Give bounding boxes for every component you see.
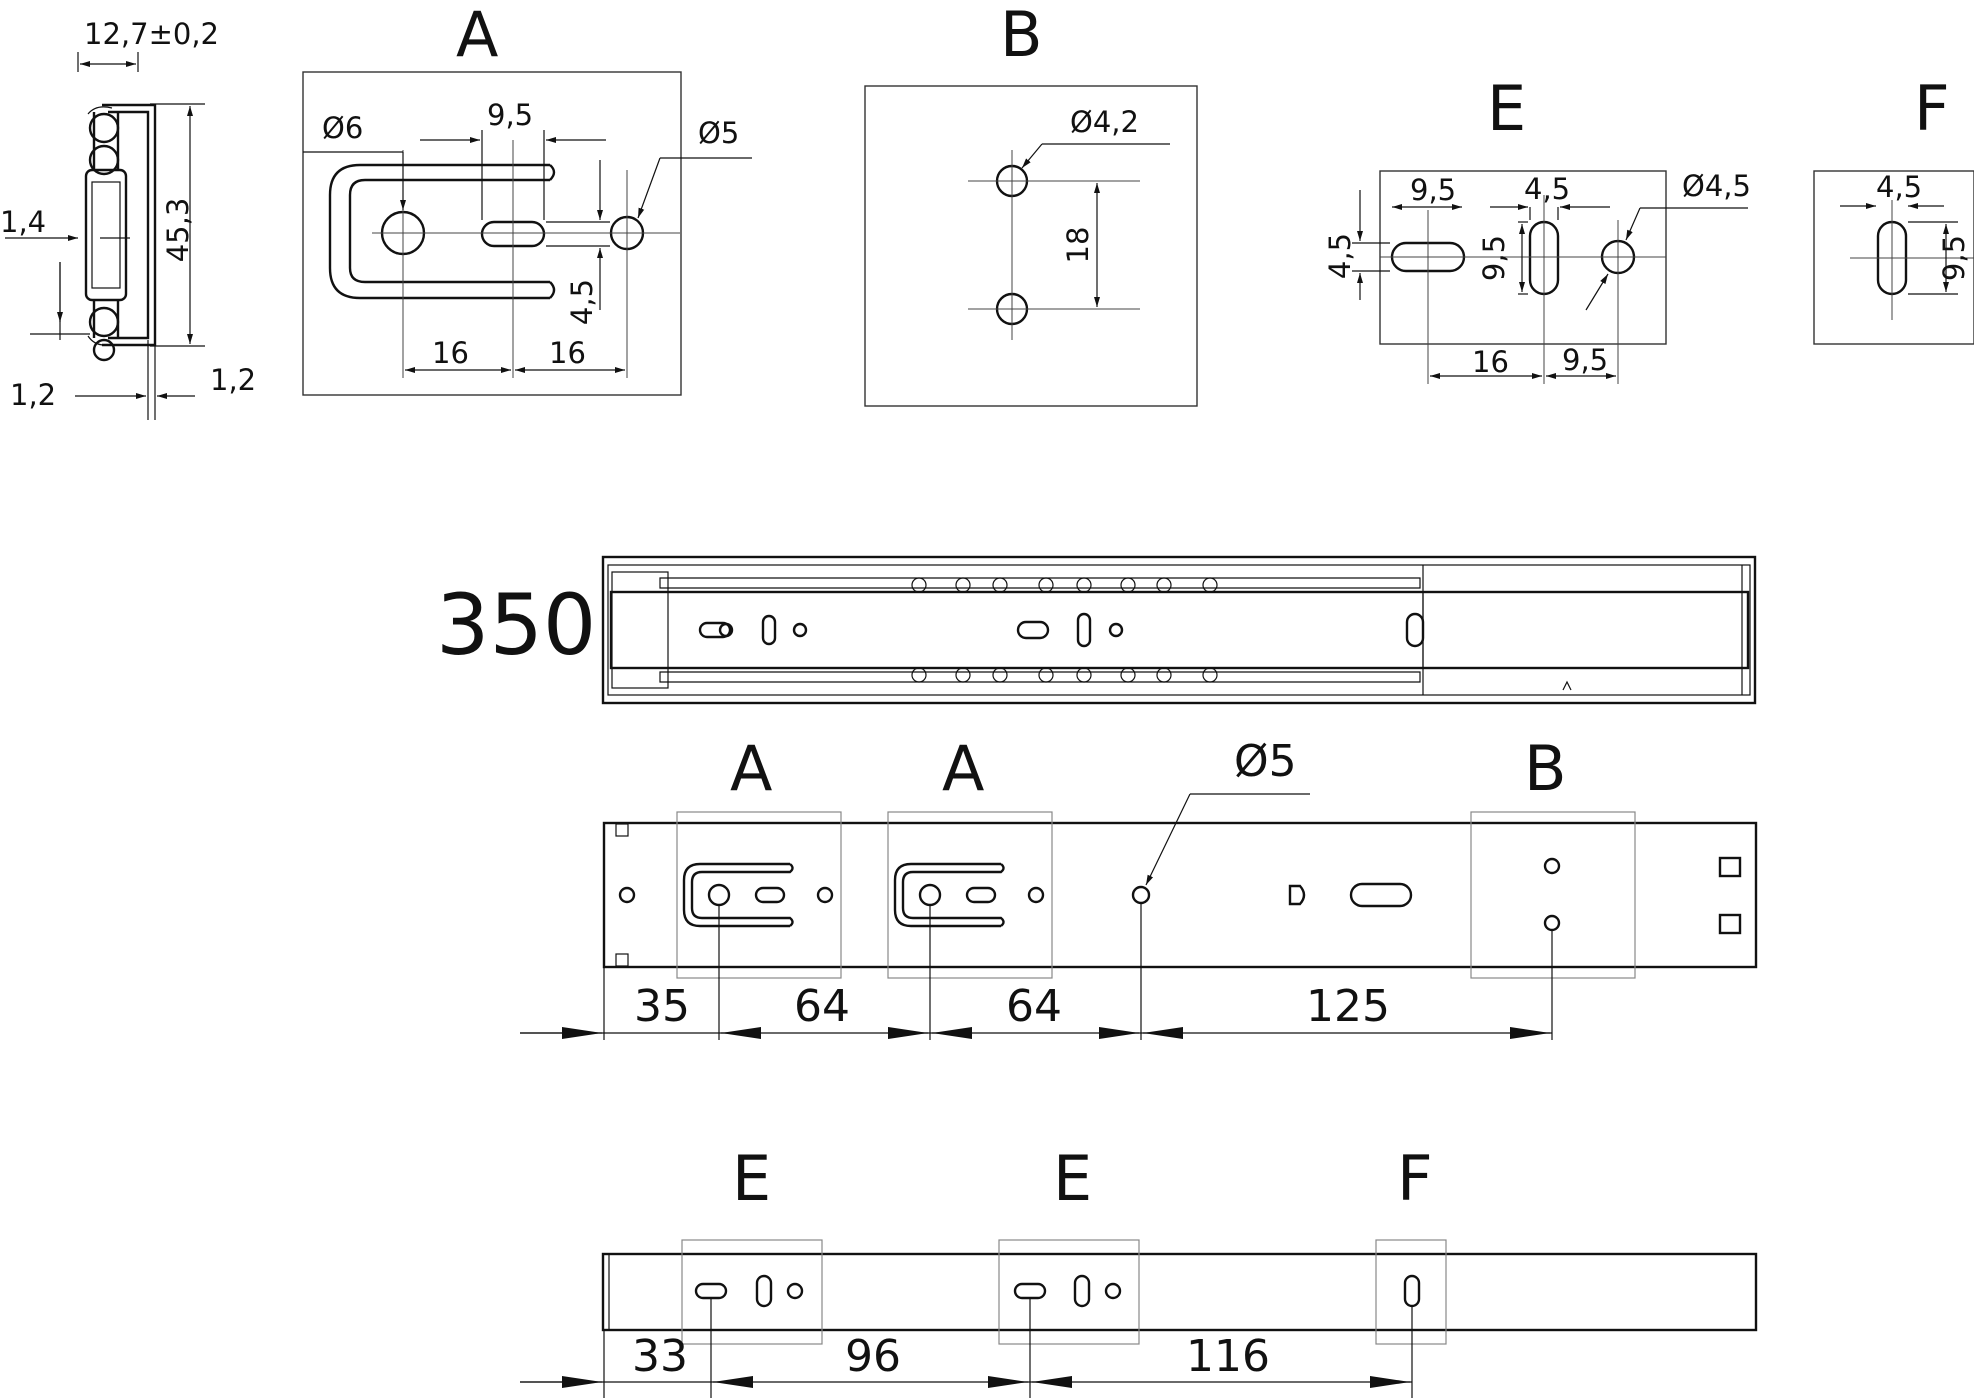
cabinet-rail-dim-64a: 64 bbox=[794, 981, 850, 1032]
cabinet-rail-dim-125: 125 bbox=[1306, 981, 1390, 1032]
detail-e-vslot-height: 9,5 bbox=[1477, 235, 1511, 281]
detail-f-label: F bbox=[1914, 72, 1950, 145]
detail-a-big-hole: Ø6 bbox=[322, 111, 363, 145]
profile-left-dim: 1,4 bbox=[0, 205, 46, 239]
detail-a-slot-width: 9,5 bbox=[487, 98, 533, 132]
detail-e-hole: Ø4,5 bbox=[1682, 169, 1751, 203]
detail-e-spacing-1: 16 bbox=[1472, 345, 1509, 379]
drawer-rail-label-e2: E bbox=[1053, 1142, 1092, 1215]
detail-b: B 18 Ø4,2 bbox=[864, 0, 1198, 407]
drawer-rail-dim-116: 116 bbox=[1186, 1331, 1270, 1382]
cabinet-rail-view: A A B Ø5 bbox=[520, 732, 1758, 1040]
drawer-rail-label-f: F bbox=[1397, 1142, 1433, 1215]
cabinet-rail-label-a1: A bbox=[730, 732, 772, 805]
detail-a-label: A bbox=[456, 0, 498, 71]
drawer-rail-label-e1: E bbox=[732, 1142, 771, 1215]
cabinet-rail-dim-64b: 64 bbox=[1006, 981, 1062, 1032]
detail-a-slot-height: 4,5 bbox=[565, 279, 599, 325]
detail-e: E 9,5 4,5 Ø4,5 4,5 9,5 bbox=[1323, 72, 1751, 384]
profile-bottom-right-dim: 1,2 bbox=[210, 363, 256, 397]
detail-e-vslot-width: 4,5 bbox=[1524, 172, 1570, 206]
detail-e-spacing-2: 9,5 bbox=[1562, 343, 1608, 377]
detail-b-label: B bbox=[1000, 0, 1043, 71]
slide-top-view: 350 bbox=[436, 555, 1757, 705]
detail-e-hslot-width: 9,5 bbox=[1410, 173, 1456, 207]
detail-e-hslot-height: 4,5 bbox=[1323, 233, 1357, 279]
detail-e-label: E bbox=[1487, 72, 1526, 145]
drawer-rail-view: E E F 33 96 116 bbox=[520, 1142, 1758, 1398]
cabinet-rail-dim-35: 35 bbox=[634, 981, 690, 1032]
slide-length: 350 bbox=[436, 576, 596, 674]
cabinet-rail-label-a2: A bbox=[942, 732, 984, 805]
detail-f: F 4,5 9,5 bbox=[1813, 72, 1974, 345]
detail-b-hole: Ø4,2 bbox=[1070, 105, 1139, 139]
detail-a-spacing-1: 16 bbox=[432, 336, 469, 370]
detail-a-spacing-2: 16 bbox=[549, 336, 586, 370]
detail-f-slot-width: 4,5 bbox=[1876, 170, 1922, 204]
rail-profile-section: 12,7±0,2 45,3 1,4 1,2 1,2 bbox=[0, 17, 256, 420]
profile-bottom-left-dim: 1,2 bbox=[10, 378, 56, 412]
drawer-rail-dim-33: 33 bbox=[632, 1331, 688, 1382]
detail-b-spacing: 18 bbox=[1061, 227, 1095, 264]
detail-f-slot-height: 9,5 bbox=[1937, 235, 1971, 281]
detail-a: A Ø6 9,5 Ø5 4,5 16 bbox=[302, 0, 752, 396]
profile-width-dim: 12,7±0,2 bbox=[84, 17, 219, 51]
drawer-rail-dim-96: 96 bbox=[845, 1331, 901, 1382]
cabinet-rail-hole: Ø5 bbox=[1234, 736, 1297, 787]
profile-height-dim: 45,3 bbox=[161, 198, 195, 263]
cabinet-rail-label-b: B bbox=[1524, 732, 1567, 805]
detail-a-small-hole: Ø5 bbox=[698, 116, 739, 150]
